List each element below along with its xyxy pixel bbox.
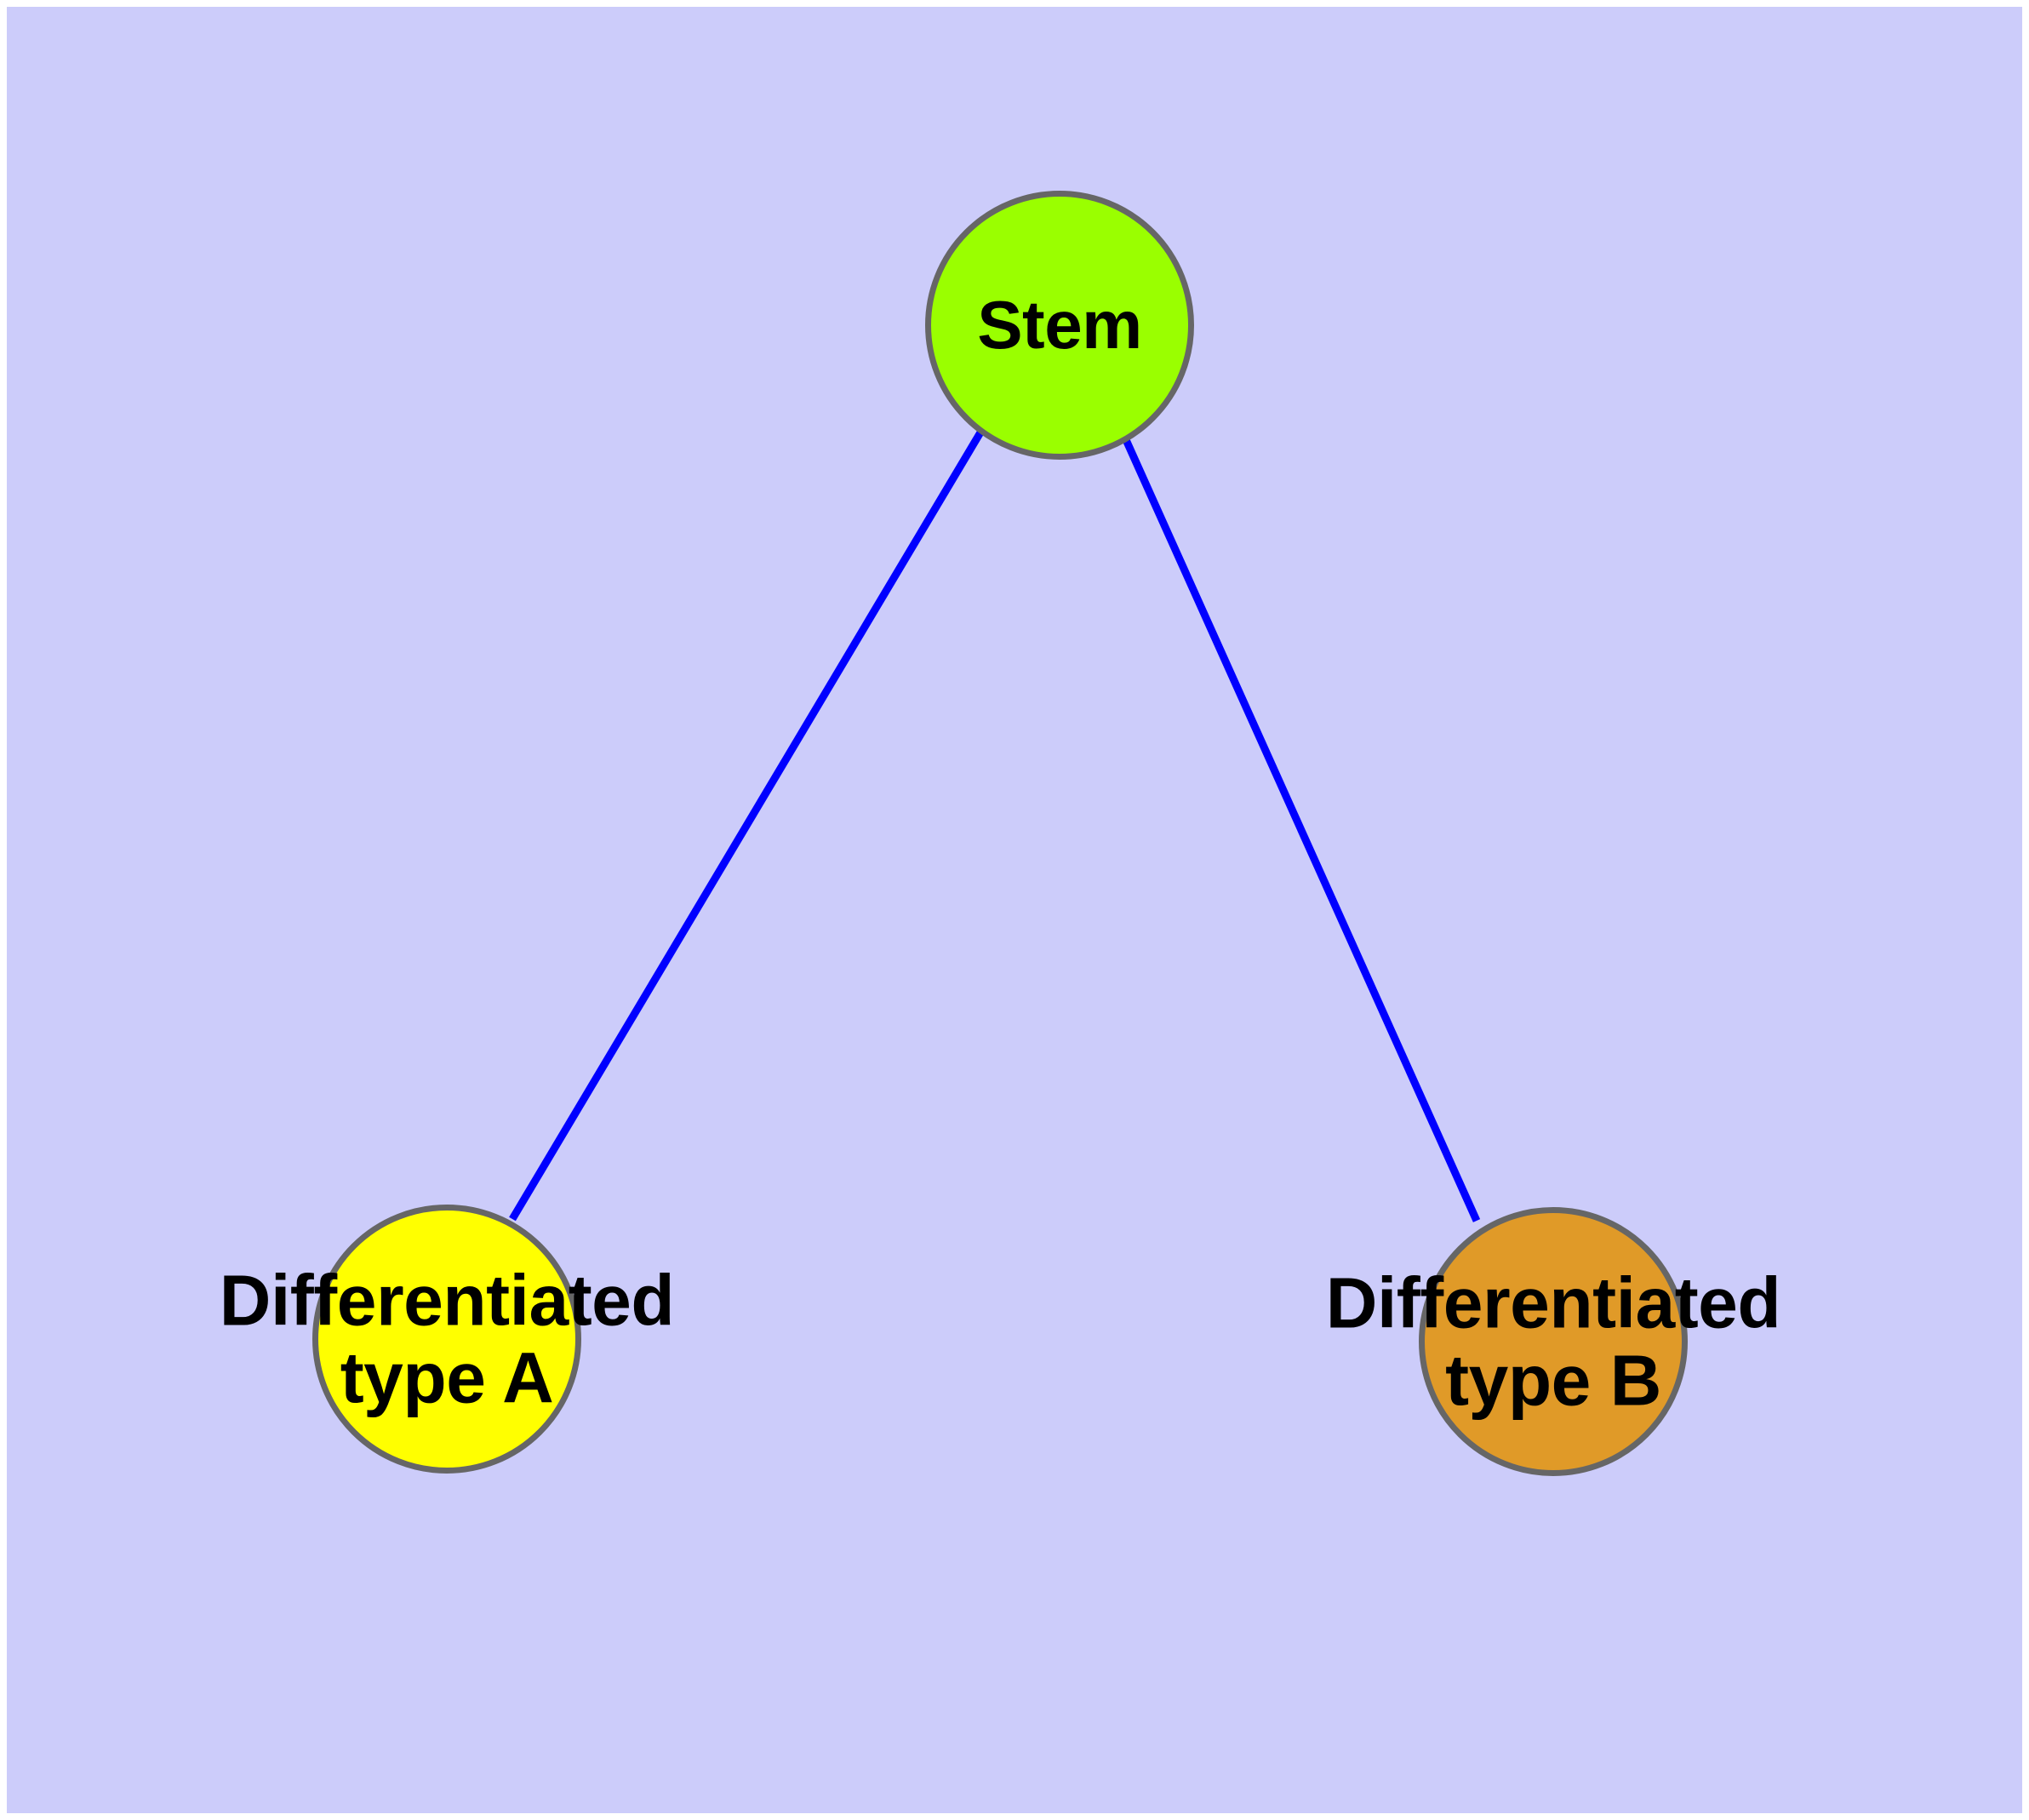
node-differentiated-type-a-label: Differentiated type A	[219, 1260, 675, 1417]
node-stem-label: Stem	[977, 286, 1142, 363]
edge-stem-to-differentiated-type-a	[509, 430, 984, 1222]
node-differentiated-type-a[interactable]: Differentiated type A	[220, 1205, 675, 1474]
node-stem[interactable]: Stem	[925, 191, 1194, 460]
node-differentiated-type-b[interactable]: Differentiated type B	[1326, 1207, 1781, 1476]
edge-stem-to-differentiated-type-b	[1119, 432, 1481, 1222]
node-differentiated-type-b-label: Differentiated type B	[1325, 1262, 1781, 1420]
graph-canvas: Stem Differentiated type A Differentiate…	[7, 7, 2022, 1813]
